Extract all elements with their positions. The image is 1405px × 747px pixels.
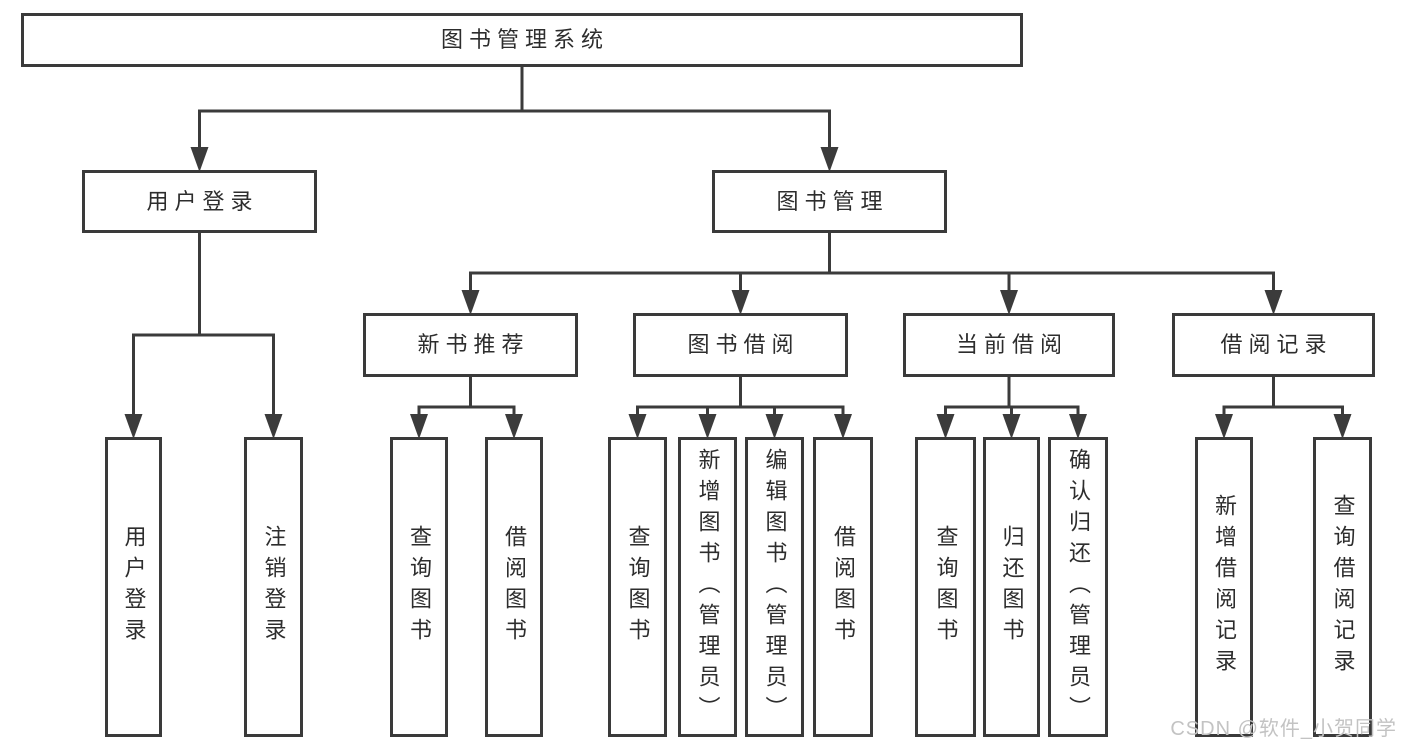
arrowhead-icon xyxy=(834,414,852,439)
node-borrow-books-borrow: 借阅图书 xyxy=(813,437,873,737)
node-root: 图书管理系统 xyxy=(21,13,1023,67)
arrowhead-icon xyxy=(1000,290,1018,315)
arrowhead-icon xyxy=(628,414,647,439)
node-label-add-books-admin: 新增图书（管理员） xyxy=(695,447,721,727)
arrowhead-icon xyxy=(461,290,480,315)
arrowhead-icon xyxy=(936,414,955,439)
node-user-login-leaf: 用户登录 xyxy=(105,437,162,737)
node-add-books-admin: 新增图书（管理员） xyxy=(678,437,737,737)
arrowhead-icon xyxy=(1264,290,1283,315)
node-label-borrow-books-rec: 借阅图书 xyxy=(502,525,527,649)
node-label-user-login: 用户登录 xyxy=(146,188,259,214)
node-label-query-borrow-record: 查询借阅记录 xyxy=(1330,494,1356,680)
node-label-confirm-return-admin: 确认归还（管理员） xyxy=(1066,447,1091,727)
arrowhead-icon xyxy=(1215,414,1233,439)
arrowhead-icon xyxy=(410,414,428,439)
arrowhead-icon xyxy=(1069,414,1087,439)
arrowhead-icon xyxy=(124,414,143,439)
node-query-books-borrow: 查询图书 xyxy=(608,437,667,737)
node-label-book-borrow: 图书借阅 xyxy=(687,332,800,357)
node-label-query-books-rec: 查询图书 xyxy=(407,525,432,649)
node-label-return-books: 归还图书 xyxy=(999,525,1025,649)
node-query-books-rec: 查询图书 xyxy=(390,437,448,737)
node-label-query-books-borrow: 查询图书 xyxy=(625,525,651,649)
node-label-edit-books-admin: 编辑图书（管理员） xyxy=(762,447,788,727)
node-user-login: 用户登录 xyxy=(82,170,317,233)
node-current-borrow: 当前借阅 xyxy=(903,313,1115,377)
node-new-book-rec: 新书推荐 xyxy=(363,313,578,377)
node-label-logout-leaf: 注销登录 xyxy=(261,525,287,649)
node-edit-books-admin: 编辑图书（管理员） xyxy=(745,437,804,737)
arrowhead-icon xyxy=(820,147,839,172)
node-label-user-login-leaf: 用户登录 xyxy=(121,525,147,649)
arrowhead-icon xyxy=(731,290,750,315)
arrowhead-icon xyxy=(190,147,209,172)
arrowhead-icon xyxy=(765,414,784,439)
node-label-new-book-rec: 新书推荐 xyxy=(417,332,530,357)
node-query-books-current: 查询图书 xyxy=(915,437,976,737)
node-label-current-borrow: 当前借阅 xyxy=(955,332,1068,357)
node-query-borrow-record: 查询借阅记录 xyxy=(1313,437,1372,737)
node-borrow-records: 借阅记录 xyxy=(1172,313,1375,377)
arrowhead-icon xyxy=(1002,414,1021,439)
node-add-borrow-record: 新增借阅记录 xyxy=(1195,437,1253,737)
arrowhead-icon xyxy=(1333,414,1352,439)
node-logout-leaf: 注销登录 xyxy=(244,437,303,737)
node-label-book-mgmt: 图书管理 xyxy=(776,188,889,214)
node-label-root: 图书管理系统 xyxy=(440,27,609,52)
node-label-borrow-books-borrow: 借阅图书 xyxy=(831,525,856,649)
node-borrow-books-rec: 借阅图书 xyxy=(485,437,543,737)
arrowhead-icon xyxy=(264,414,283,439)
node-book-mgmt: 图书管理 xyxy=(712,170,947,233)
node-label-borrow-records: 借阅记录 xyxy=(1220,332,1333,357)
node-confirm-return-admin: 确认归还（管理员） xyxy=(1048,437,1108,737)
node-label-add-borrow-record: 新增借阅记录 xyxy=(1212,494,1237,680)
node-book-borrow: 图书借阅 xyxy=(633,313,848,377)
node-return-books: 归还图书 xyxy=(983,437,1040,737)
arrowhead-icon xyxy=(505,414,523,439)
arrowhead-icon xyxy=(698,414,717,439)
node-label-query-books-current: 查询图书 xyxy=(933,525,959,649)
